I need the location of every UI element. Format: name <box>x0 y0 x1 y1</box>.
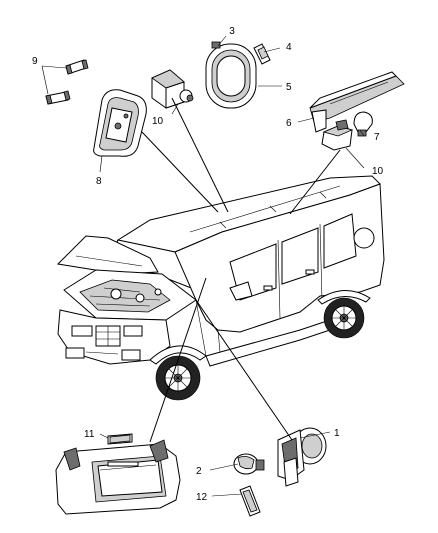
trim-panel-6 <box>309 71 405 133</box>
bulb-4 <box>253 43 271 65</box>
callout-labels: 3 4 5 9 10 8 6 7 10 11 1 2 12 <box>32 26 384 503</box>
bulbs-9 <box>45 59 89 105</box>
reading-lamp-8 <box>93 89 147 157</box>
callout-9: 9 <box>32 56 38 67</box>
leader-lines <box>141 97 341 443</box>
bulb-12 <box>239 485 261 517</box>
bulb-7 <box>353 111 373 137</box>
callout-12: 12 <box>196 492 208 503</box>
callout-ticks <box>41 35 365 497</box>
callout-5: 5 <box>286 82 292 93</box>
callout-6: 6 <box>286 118 292 129</box>
sun-visor <box>55 439 181 515</box>
callout-1: 1 <box>334 428 340 439</box>
callout-11: 11 <box>84 429 95 440</box>
callout-10-upper: 10 <box>152 116 164 127</box>
callout-7: 7 <box>374 132 380 143</box>
bulb-2 <box>233 453 265 475</box>
callout-4: 4 <box>286 42 292 53</box>
lamp-socket-10-upper <box>151 69 194 109</box>
callout-2: 2 <box>196 466 202 477</box>
callout-3: 3 <box>229 26 235 37</box>
callout-10-lower: 10 <box>372 166 384 177</box>
callout-8: 8 <box>96 176 102 187</box>
dome-lamp-upper <box>205 41 257 109</box>
vehicle-illustration <box>56 175 385 401</box>
lamp-assembly-1 <box>277 427 327 487</box>
lamp-socket-10-lower <box>321 119 354 151</box>
bulb-11 <box>107 433 133 445</box>
